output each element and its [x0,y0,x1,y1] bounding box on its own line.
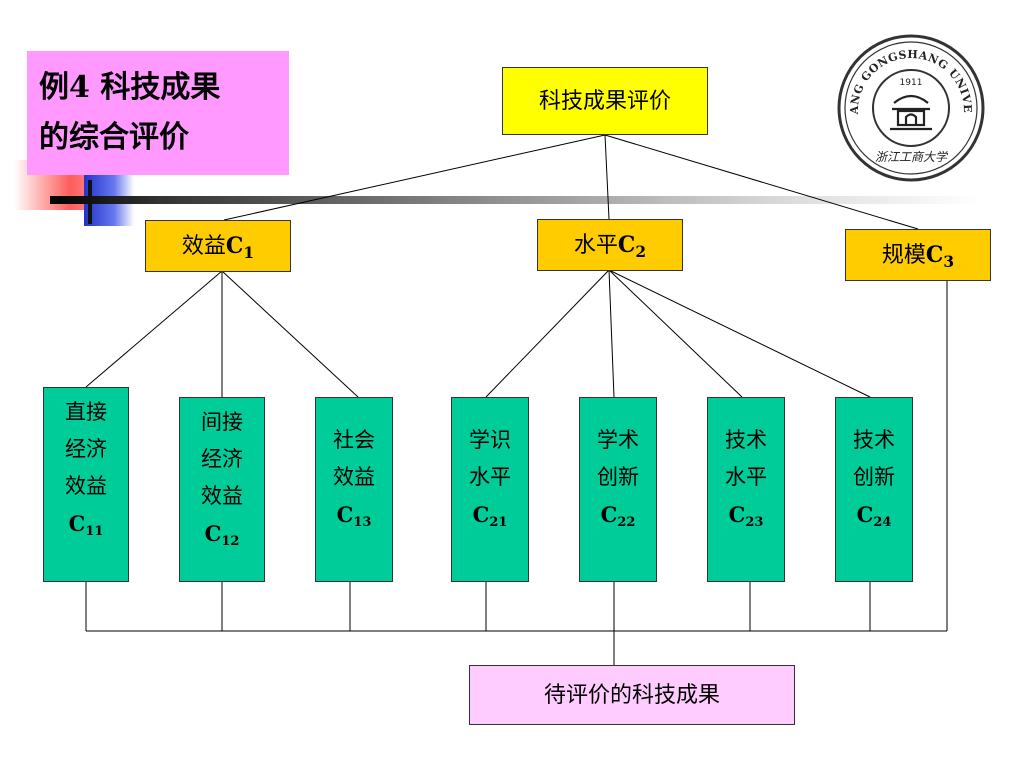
leaf-c24-code: C24 [856,502,892,530]
leaf-c21-code: C21 [472,502,508,530]
leaf-c12-line3: 效益 [201,484,243,508]
leaf-c22: 学术 创新 C22 [579,397,657,582]
leaf-c11-line3: 效益 [65,474,107,498]
criterion-c1-code: C [225,233,244,259]
connector-c2-c22 [608,269,615,398]
leaf-c21: 学识 水平 C21 [451,397,529,582]
logo-year: 1911 [900,78,923,88]
connector-root-c2 [604,134,610,220]
leaf-c23-line1: 技术 [725,428,767,452]
leaf-c23-code: C23 [728,502,764,530]
leaf-c11-code: C11 [68,511,104,539]
criterion-c3-sub: 3 [943,253,955,271]
connector-root-c1 [223,134,606,221]
leaf-c13-line1: 社会 [333,428,375,452]
connector-c1-c13 [221,270,359,398]
decor-gradient-rule [50,196,980,204]
leaf-c23: 技术 水平 C23 [707,397,785,582]
connector-root-c3 [604,134,919,230]
criterion-c1-sub: 1 [243,244,255,262]
leaf-c24-line2: 创新 [853,465,895,489]
connector-c2-c24 [608,269,871,398]
leaf-c11: 直接 经济 效益 C11 [43,387,129,582]
university-logo-seal: ZHEJIANG GONGSHANG UNIVERSITY 1911 浙江工商大… [836,33,985,182]
connector-c1-c11 [85,270,223,388]
leaf-c13: 社会 效益 C13 [315,397,393,582]
criterion-c1-label: 效益 [181,234,226,259]
leaf-c12-code: C12 [204,521,240,549]
criterion-c3-label: 规模 [881,243,926,268]
leaf-c13-line2: 效益 [333,465,375,489]
criterion-c2: 水平C2 [537,219,683,271]
slide-title-line2: 的综合评价 [39,120,189,155]
alternatives-node-label: 待评价的科技成果 [543,683,720,708]
connector-c2-c23 [608,269,743,398]
slide-title-line1: 例4 科技成果 [39,70,221,105]
leaf-c11-line2: 经济 [65,437,107,461]
leaf-c13-code: C13 [336,502,372,530]
leaf-c12: 间接 经济 效益 C12 [179,397,265,582]
logo-bottom-text: 浙江工商大学 [875,150,949,164]
criterion-c3-code: C [925,242,944,268]
alternatives-node: 待评价的科技成果 [469,665,795,725]
leaf-c24: 技术 创新 C24 [835,397,913,582]
leaf-c24-line1: 技术 [853,428,895,452]
leaf-c22-line1: 学术 [597,428,639,452]
leaf-c22-line2: 创新 [597,465,639,489]
criterion-c2-sub: 2 [635,243,647,261]
root-node: 科技成果评价 [502,67,708,135]
leaf-c22-code: C22 [600,502,636,530]
leaf-c12-line1: 间接 [201,410,243,434]
criterion-c3: 规模C3 [845,229,991,281]
leaf-c11-line1: 直接 [65,400,107,424]
decor-cross-mark [88,180,92,224]
criterion-c2-code: C [617,232,636,258]
leaf-c23-line2: 水平 [725,465,767,489]
leaf-c12-line2: 经济 [201,447,243,471]
leaf-c21-line2: 水平 [469,465,511,489]
connector-c2-c21 [485,269,610,398]
root-node-label: 科技成果评价 [538,89,671,114]
leaf-c21-line1: 学识 [469,428,511,452]
slide-title: 例4 科技成果 的综合评价 [27,51,289,175]
criterion-c2-label: 水平 [573,233,618,258]
criterion-c1: 效益C1 [145,220,291,272]
